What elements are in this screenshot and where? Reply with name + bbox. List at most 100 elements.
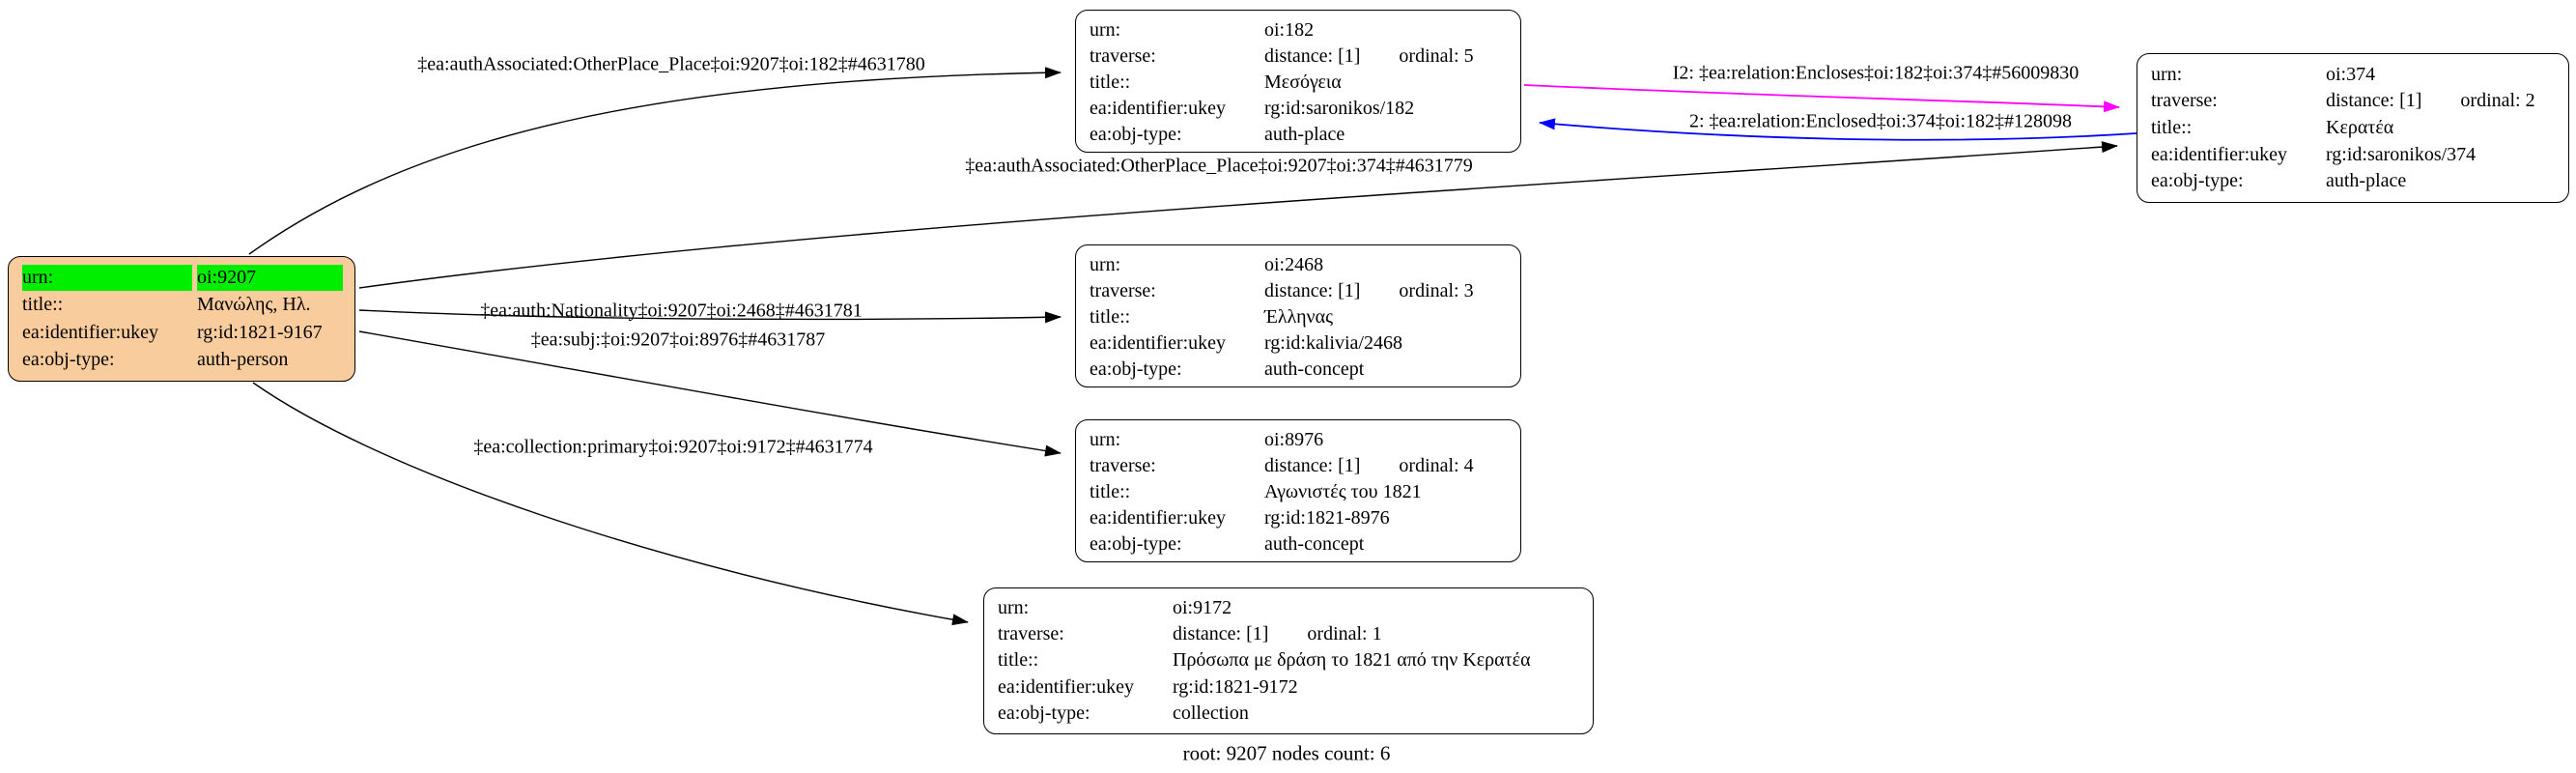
field-value: rg:id:1821-9167 — [197, 321, 323, 343]
field-value: rg:id:1821-9172 — [1173, 675, 1298, 698]
field-value: distance: [1]ordinal: 1 — [1173, 623, 1382, 645]
field-value: oi:8976 — [1264, 429, 1324, 450]
edge-relation-encloses — [1523, 84, 2120, 113]
node-row: ea:obj-type: auth-concept — [1090, 357, 1509, 383]
field-value: distance: [1]ordinal: 4 — [1264, 455, 1474, 476]
field-label: ea:identifier:ukey — [1090, 507, 1227, 529]
node-oi-182: urn: oi:182 traverse: distance: [1]ordin… — [1075, 10, 1521, 153]
field-label: ea:obj-type: — [998, 701, 1090, 724]
edge-nationality — [358, 309, 1062, 324]
field-value: oi:9172 — [1173, 597, 1232, 619]
field-value: distance: [1]ordinal: 5 — [1264, 45, 1474, 67]
field-label: title:: — [1090, 481, 1131, 502]
field-label: title:: — [2151, 116, 2193, 138]
node-row: title:: Κερατέα — [2151, 115, 2557, 141]
edge-label-collection-primary: ‡ea:collection:primary‡oi:9207‡oi:9172‡#… — [473, 436, 873, 458]
field-label: ea:identifier:ukey — [1090, 98, 1227, 119]
edge-subj — [358, 330, 1062, 457]
field-value: rg:id:kalivia/2468 — [1264, 332, 1402, 354]
node-row: ea:obj-type: auth-person — [22, 347, 343, 373]
field-value: auth-person — [197, 348, 289, 370]
field-label: traverse: — [2151, 90, 2218, 112]
node-oi-8976: urn: oi:8976 traverse: distance: [1]ordi… — [1075, 419, 1521, 562]
node-row: traverse: distance: [1]ordinal: 3 — [1090, 278, 1509, 304]
field-value: auth-place — [2326, 170, 2407, 192]
node-row: ea:obj-type: auth-place — [1090, 122, 1509, 148]
field-value: oi:182 — [1264, 19, 1315, 41]
field-value: distance: [1]ordinal: 2 — [2326, 90, 2535, 112]
node-row: traverse: distance: [1]ordinal: 2 — [2151, 88, 2557, 114]
node-row: title:: Πρόσωπα με δράση το 1821 από την… — [998, 647, 1581, 673]
edge-auth-associated-374 — [358, 141, 2118, 289]
field-value: distance: [1]ordinal: 3 — [1264, 280, 1474, 301]
field-label: ea:obj-type: — [1090, 533, 1182, 555]
field-label: traverse: — [1090, 455, 1156, 476]
field-label: ea:obj-type: — [2151, 170, 2244, 192]
node-oi-9207: urn: oi:9207 title:: Μανώλης, Ηλ. ea:ide… — [8, 256, 355, 382]
edge-label-nationality: ‡ea:auth:Nationality‡oi:9207‡oi:2468‡#46… — [480, 300, 863, 322]
field-label: title:: — [22, 294, 64, 316]
node-oi-374: urn: oi:374 traverse: distance: [1]ordin… — [2137, 53, 2569, 203]
field-ordinal: ordinal: 2 — [2460, 90, 2535, 112]
node-row: urn: oi:374 — [2151, 62, 2557, 88]
edge-auth-associated-182 — [248, 67, 1062, 255]
field-label: title:: — [998, 649, 1039, 672]
field-value: auth-place — [1264, 124, 1345, 145]
edge-label-relation-encloses: I2: ‡ea:relation:Encloses‡oi:182‡oi:374‡… — [1672, 62, 2080, 84]
node-row: title:: Μανώλης, Ηλ. — [22, 292, 343, 318]
field-ordinal: ordinal: 5 — [1399, 45, 1474, 67]
field-value: Μεσόγεια — [1264, 72, 1342, 93]
field-label: ea:identifier:ukey — [998, 675, 1135, 698]
node-row: ea:identifier:ukey rg:id:1821-8976 — [1090, 505, 1509, 531]
edge-label-auth-associated-374: ‡ea:authAssociated:OtherPlace_Place‡oi:9… — [965, 155, 1473, 177]
field-value: auth-concept — [1264, 533, 1365, 555]
node-row: urn: oi:9172 — [998, 595, 1581, 621]
field-label: traverse: — [1090, 45, 1156, 67]
node-row: ea:identifier:ukey rg:id:saronikos/374 — [2151, 142, 2557, 168]
field-label: ea:obj-type: — [1090, 358, 1182, 380]
node-row: ea:identifier:ukey rg:id:1821-9167 — [22, 320, 343, 346]
field-value: oi:2468 — [1264, 254, 1324, 275]
node-row: urn: oi:8976 — [1090, 427, 1509, 453]
node-row: urn: oi:9207 — [22, 265, 343, 292]
node-row: ea:identifier:ukey rg:id:saronikos/182 — [1090, 96, 1509, 122]
field-value: rg:id:saronikos/374 — [2326, 143, 2477, 165]
node-row: title:: Αγωνιστές του 1821 — [1090, 479, 1509, 505]
field-ordinal: ordinal: 4 — [1399, 455, 1474, 476]
field-value: Μανώλης, Ηλ. — [197, 294, 311, 316]
field-label: ea:obj-type: — [22, 348, 115, 370]
field-label: title:: — [1090, 72, 1131, 93]
field-label: ea:identifier:ukey — [2151, 143, 2288, 165]
field-label: traverse: — [998, 623, 1064, 645]
node-row: traverse: distance: [1]ordinal: 5 — [1090, 43, 1509, 70]
field-label: traverse: — [1090, 280, 1156, 301]
field-label: urn: — [1090, 254, 1121, 275]
field-value: Έλληνας — [1264, 306, 1333, 328]
node-row: title:: Έλληνας — [1090, 304, 1509, 330]
field-ordinal: ordinal: 1 — [1307, 623, 1382, 645]
node-row: ea:obj-type: auth-concept — [1090, 531, 1509, 558]
node-row: ea:identifier:ukey rg:id:1821-9172 — [998, 674, 1581, 701]
edge-relation-enclosed — [1539, 118, 2137, 141]
edge-collection-primary — [252, 382, 969, 626]
node-row: ea:identifier:ukey rg:id:kalivia/2468 — [1090, 330, 1509, 357]
field-value: rg:id:saronikos/182 — [1264, 98, 1415, 119]
field-label: urn: — [22, 265, 192, 292]
field-label: ea:identifier:ukey — [1090, 332, 1227, 354]
node-row: title:: Μεσόγεια — [1090, 70, 1509, 96]
field-label: ea:obj-type: — [1090, 124, 1182, 145]
field-ordinal: ordinal: 3 — [1399, 280, 1474, 301]
field-value: oi:374 — [2326, 63, 2376, 85]
field-value: collection — [1173, 701, 1249, 724]
node-oi-2468: urn: oi:2468 traverse: distance: [1]ordi… — [1075, 244, 1521, 387]
node-row: traverse: distance: [1]ordinal: 1 — [998, 621, 1581, 647]
node-row: urn: oi:2468 — [1090, 252, 1509, 278]
edge-label-subj: ‡ea:subj:‡oi:9207‡oi:8976‡#4631787 — [530, 329, 826, 351]
graph-caption: root: 9207 nodes count: 6 — [1182, 741, 1391, 765]
field-value: rg:id:1821-8976 — [1264, 507, 1390, 529]
node-row: traverse: distance: [1]ordinal: 4 — [1090, 453, 1509, 479]
edge-label-auth-associated-182: ‡ea:authAssociated:OtherPlace_Place‡oi:9… — [417, 53, 925, 75]
field-label: urn: — [1090, 429, 1121, 450]
